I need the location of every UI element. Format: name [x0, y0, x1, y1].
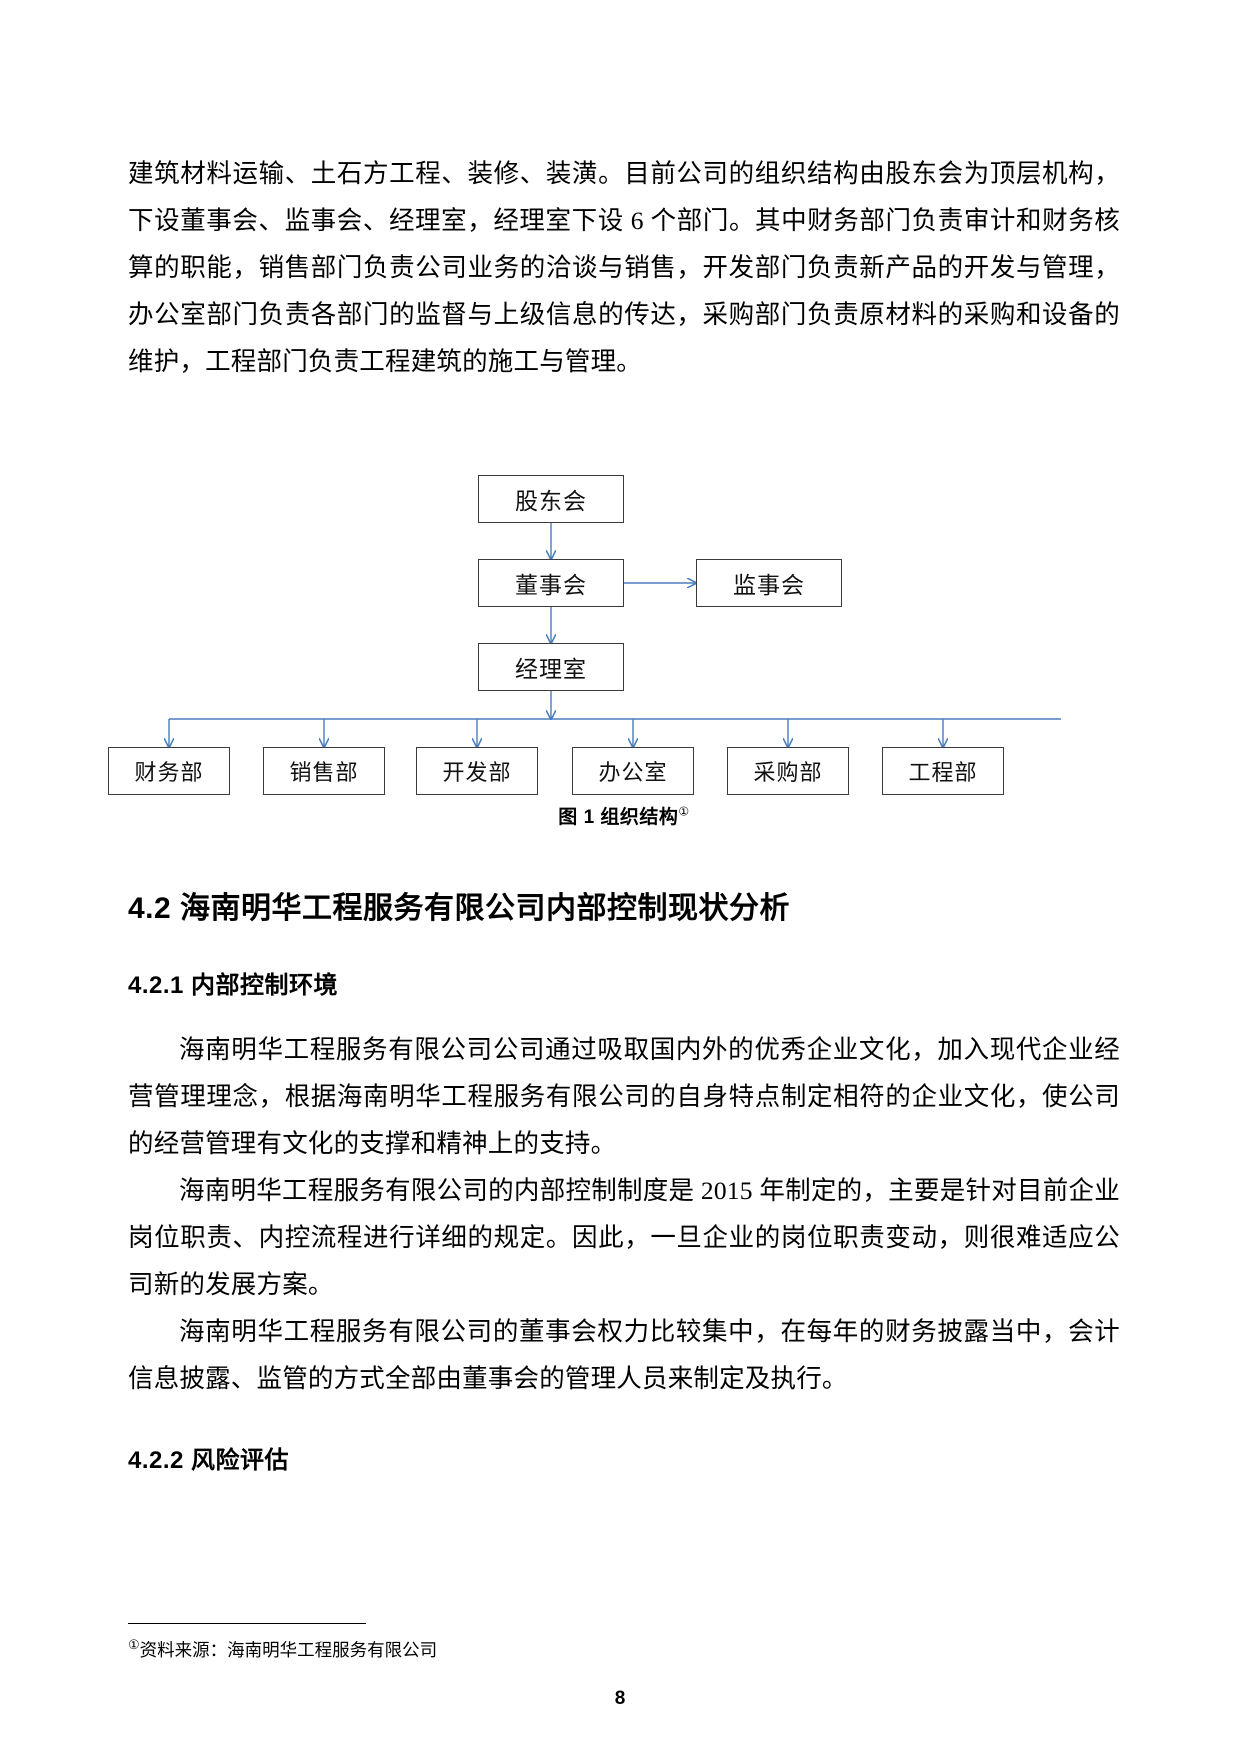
figure-caption-marker: ① — [678, 804, 690, 819]
org-node-dept-office: 办公室 — [572, 747, 694, 795]
footnote-marker: ① — [128, 1637, 140, 1653]
org-chart-figure: 股东会 董事会 监事会 经理室 财务部 销售部 开发部 办公室 采购部 工程部 — [108, 457, 1120, 828]
org-node-label: 开发部 — [442, 760, 512, 785]
org-node-dept-finance: 财务部 — [108, 747, 230, 795]
org-node-dept-development: 开发部 — [416, 747, 538, 795]
page-number: 8 — [614, 1688, 626, 1709]
org-node-label: 工程部 — [908, 760, 978, 785]
org-node-label: 董事会 — [515, 573, 587, 598]
heading-section-4-2-2: 4.2.2 风险评估 — [128, 1447, 290, 1474]
org-node-label: 股东会 — [515, 489, 587, 514]
org-node-board: 董事会 — [478, 559, 624, 607]
org-node-label: 销售部 — [289, 760, 359, 785]
org-node-label: 经理室 — [515, 657, 587, 682]
footnote: ①资料来源：海南明华工程服务有限公司 — [128, 1623, 1112, 1662]
org-node-manager-office: 经理室 — [478, 643, 624, 691]
org-chart-connectors — [128, 523, 1061, 747]
org-node-label: 办公室 — [598, 760, 668, 785]
org-node-dept-engineering: 工程部 — [882, 747, 1004, 795]
figure-caption: 图 1 组织结构① — [128, 802, 1120, 829]
heading-section-4-2: 4.2 海南明华工程服务有限公司内部控制现状分析 — [128, 892, 791, 925]
org-node-label: 采购部 — [753, 760, 823, 785]
heading-section-4-2-1: 4.2.1 内部控制环境 — [128, 972, 339, 999]
org-node-dept-procurement: 采购部 — [727, 747, 849, 795]
org-node-supervisors: 监事会 — [696, 559, 842, 607]
paragraph-env-3: 海南明华工程服务有限公司的董事会权力比较集中，在每年的财务披露当中，会计信息披露… — [128, 1317, 1120, 1393]
footnote-text: 资料来源：海南明华工程服务有限公司 — [139, 1640, 438, 1660]
footnote-body: ①资料来源：海南明华工程服务有限公司 — [128, 1633, 1112, 1662]
org-node-label: 财务部 — [134, 760, 204, 785]
paragraph-env-2: 海南明华工程服务有限公司的内部控制制度是 2015 年制定的，主要是针对目前企业… — [128, 1176, 1120, 1299]
org-node-label: 监事会 — [733, 573, 805, 598]
org-node-shareholders: 股东会 — [478, 475, 624, 523]
paragraph-intro: 建筑材料运输、土石方工程、装修、装潢。目前公司的组织结构由股东会为顶层机构，下设… — [128, 159, 1120, 376]
figure-caption-text: 图 1 组织结构 — [558, 807, 679, 828]
paragraph-env-1: 海南明华工程服务有限公司公司通过吸取国内外的优秀企业文化，加入现代企业经营管理理… — [128, 1035, 1120, 1158]
footnote-separator — [128, 1623, 366, 1625]
org-node-dept-sales: 销售部 — [263, 747, 385, 795]
